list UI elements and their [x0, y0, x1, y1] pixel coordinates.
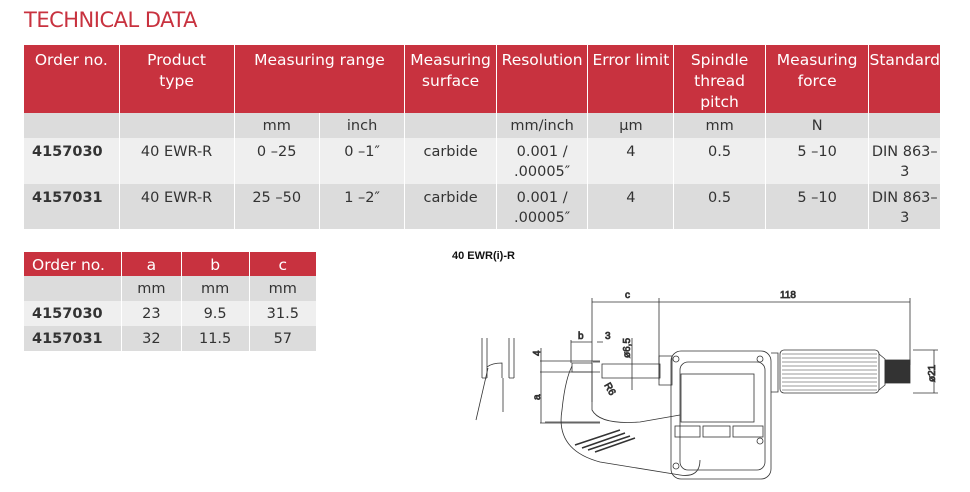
col-standard: Standard — [868, 45, 940, 113]
unit: mm — [248, 276, 316, 301]
dim-4-label: 4 — [532, 350, 543, 356]
unit: mm — [673, 113, 766, 138]
col-b: b — [180, 252, 250, 276]
table-row: 4157030 40 EWR-R 0 –25 0 –1″ carbide 0.0… — [24, 138, 940, 184]
cell: 0.001 / .00005″ — [495, 184, 588, 229]
cell: 25 –50 — [233, 184, 320, 229]
cell: 0.001 / .00005″ — [495, 138, 588, 184]
table-row: 4157031 32 11.5 57 — [24, 326, 316, 351]
dim-118-label: 118 — [780, 290, 796, 301]
cell: DIN 863–3 — [868, 138, 940, 184]
cell: 23 — [121, 301, 182, 326]
unit — [404, 113, 497, 138]
unit — [24, 276, 122, 301]
col-a: a — [121, 252, 182, 276]
col-measuring-force: Measuring force — [764, 45, 869, 113]
col-order-no: Order no. — [24, 252, 122, 276]
col-measuring-surface: Measuring surface — [404, 45, 497, 113]
cell: 11.5 — [180, 326, 250, 351]
table-row: 4157031 40 EWR-R 25 –50 1 –2″ carbide 0.… — [24, 184, 940, 229]
dim-b-label: b — [578, 331, 584, 342]
micrometer-body-icon — [560, 349, 911, 480]
cell: carbide — [404, 184, 497, 229]
drawing-title: 40 EWR(i)-R — [452, 250, 515, 262]
page-title: TECHNICAL DATA — [24, 8, 197, 32]
cell: 9.5 — [180, 301, 250, 326]
cell: 4157030 — [24, 138, 120, 184]
unit: N — [764, 113, 869, 138]
header-row: Order no. Product type Measuring range M… — [24, 45, 940, 113]
anvil-detail-icon — [475, 338, 515, 421]
cell: carbide — [404, 138, 497, 184]
unit: mm — [121, 276, 182, 301]
col-spindle-pitch: Spindle thread pitch — [673, 45, 766, 113]
dim-d21-label: ø21 — [927, 364, 938, 382]
col-product-type: Product type — [118, 45, 235, 113]
cell: 0.5 — [673, 184, 766, 229]
col-error-limit: Error limit — [587, 45, 674, 113]
cell: 4157031 — [24, 184, 120, 229]
dim-r6-label: R6 — [601, 381, 617, 398]
cell: 57 — [248, 326, 316, 351]
cell: DIN 863–3 — [868, 184, 940, 229]
header-row: Order no. a b c — [24, 252, 316, 276]
dim-3-label: 3 — [605, 331, 611, 342]
cell: 4157031 — [24, 326, 122, 351]
cell: 40 EWR-R — [118, 184, 235, 229]
cell: 0 –25 — [233, 138, 320, 184]
unit: mm/inch — [495, 113, 588, 138]
cell: 5 –10 — [764, 138, 869, 184]
col-order-no: Order no. — [24, 45, 120, 113]
unit: µm — [587, 113, 674, 138]
technical-data-table: Order no. Product type Measuring range M… — [24, 45, 940, 229]
cell: 32 — [121, 326, 182, 351]
col-resolution: Resolution — [495, 45, 588, 113]
unit: inch — [318, 113, 405, 138]
dim-a-label: a — [532, 394, 543, 400]
unit — [868, 113, 940, 138]
cell: 40 EWR-R — [118, 138, 235, 184]
unit — [118, 113, 235, 138]
unit: mm — [180, 276, 250, 301]
cell: 4 — [587, 184, 674, 229]
cell: 5 –10 — [764, 184, 869, 229]
cell: 0.5 — [673, 138, 766, 184]
units-row: mm inch mm/inch µm mm N — [24, 113, 940, 138]
cell: 31.5 — [248, 301, 316, 326]
col-c: c — [248, 252, 316, 276]
col-measuring-range: Measuring range — [233, 45, 405, 113]
dim-d65-label: ø6,5 — [622, 338, 633, 358]
units-row: mm mm mm — [24, 276, 316, 301]
dimensions-table: Order no. a b c mm mm mm 4157030 23 9.5 … — [24, 252, 316, 351]
cell: 0 –1″ — [318, 138, 405, 184]
dim-c-label: c — [625, 290, 630, 301]
dimension-lines — [540, 298, 938, 424]
unit: mm — [233, 113, 320, 138]
cell: 1 –2″ — [318, 184, 405, 229]
unit — [24, 113, 120, 138]
cell: 4 — [587, 138, 674, 184]
cell: 4157030 — [24, 301, 122, 326]
table-row: 4157030 23 9.5 31.5 — [24, 301, 316, 326]
